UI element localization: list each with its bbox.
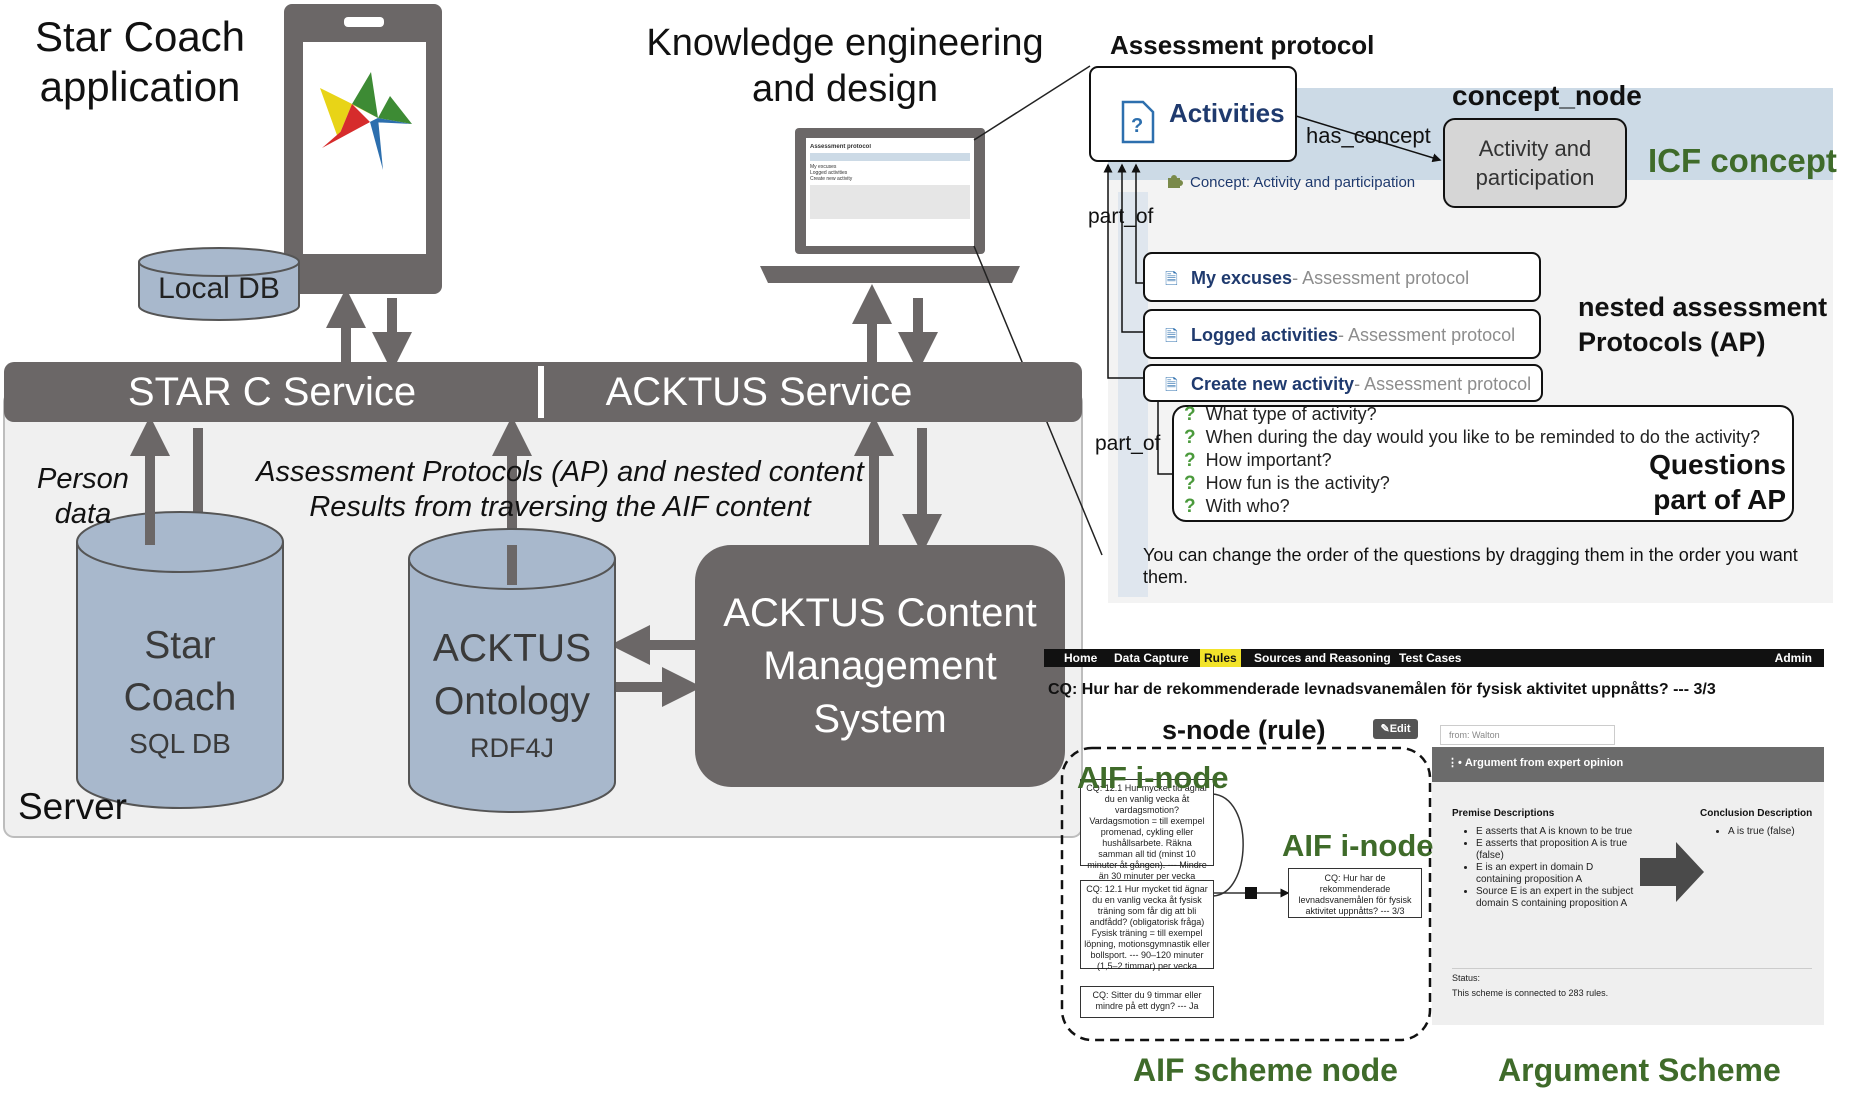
service-divider bbox=[538, 366, 544, 418]
nested-ap-logged-activities[interactable]: 🗎 Logged activities- Assessment protocol bbox=[1143, 309, 1541, 359]
questions-box: ? What type of activity? ? When during t… bbox=[1172, 404, 1794, 522]
i-node-box-2[interactable]: CQ: 12.1 Hur mycket tid ägnar du en vanl… bbox=[1080, 880, 1214, 971]
aif-scheme-node-label: AIF scheme node bbox=[1133, 1052, 1398, 1088]
aif-inode-label-1: AIF i-node bbox=[1077, 760, 1229, 795]
question-icon: ? bbox=[1184, 404, 1196, 425]
nav-test-cases[interactable]: Test Cases bbox=[1399, 651, 1462, 665]
icf-concept-label: ICF concept bbox=[1648, 142, 1837, 179]
question-icon: ? bbox=[1184, 450, 1196, 471]
local-db-label: Local DB bbox=[158, 272, 280, 305]
question-item[interactable]: ? What type of activity? bbox=[1184, 404, 1377, 425]
server-label: Server bbox=[18, 786, 127, 827]
svg-text:?: ? bbox=[1131, 115, 1143, 137]
part-of-label-2: part_of bbox=[1095, 432, 1161, 455]
nav-rules[interactable]: Rules bbox=[1200, 649, 1241, 667]
nav-data-capture[interactable]: Data Capture bbox=[1114, 651, 1189, 665]
s-node-label: s-node (rule) bbox=[1162, 715, 1326, 745]
divider bbox=[1452, 968, 1812, 969]
ontology-db-label: ACKTUS Ontology RDF4J bbox=[432, 627, 592, 763]
conclusion-list: A is true (false) bbox=[1714, 826, 1838, 838]
conclusion-header: Conclusion Description bbox=[1700, 808, 1813, 819]
i-node-box-3[interactable]: CQ: Sitter du 9 timmar eller mindre på e… bbox=[1080, 986, 1214, 1018]
concept-node-title: concept_node bbox=[1452, 80, 1642, 111]
document-icon: 🗎 bbox=[1165, 328, 1178, 345]
premise-header: Premise Descriptions bbox=[1452, 808, 1555, 819]
knowledge-title: Knowledge engineering and design bbox=[646, 22, 1044, 110]
flow-label: Assessment Protocols (AP) and nested con… bbox=[256, 456, 864, 523]
argument-scheme-label: Argument Scheme bbox=[1498, 1052, 1781, 1088]
nested-ap-my-excuses[interactable]: 🗎 My excuses- Assessment protocol bbox=[1143, 252, 1541, 302]
concept-caption: Concept: Activity and participation bbox=[1190, 174, 1416, 191]
question-item[interactable]: ? How important? bbox=[1184, 450, 1332, 471]
nav-home[interactable]: Home bbox=[1064, 651, 1098, 665]
conclusion-arrow-icon bbox=[1640, 842, 1704, 902]
argument-scheme-header: ⋮• Argument from expert opinion bbox=[1447, 757, 1624, 769]
question-icon: ? bbox=[1184, 496, 1196, 517]
i-node-box-4[interactable]: CQ: Hur har de rekommenderade levnadsvan… bbox=[1288, 868, 1422, 918]
question-icon: ? bbox=[1184, 427, 1196, 448]
document-icon: 🗎 bbox=[1165, 271, 1178, 288]
nav-admin[interactable]: Admin bbox=[1774, 651, 1812, 665]
part-of-label-1: part_of bbox=[1088, 205, 1154, 228]
i-node-box-1[interactable]: CQ: 12.1 Hur mycket tid ägnar du en vanl… bbox=[1080, 779, 1214, 881]
acktus-cms-box: ACKTUS Content Management System bbox=[695, 545, 1065, 787]
nested-ap-label: nested assessment Protocols (AP) bbox=[1578, 292, 1828, 357]
concept-node-box[interactable]: Activity and participation bbox=[1443, 118, 1627, 208]
laptop-screen: Assessment protocol My excuses Logged ac… bbox=[810, 144, 970, 242]
cq-heading: CQ: Hur har de rekommenderade levnadsvan… bbox=[1048, 681, 1716, 698]
nested-ap-create-new-activity[interactable]: 🗎 Create new activity- Assessment protoc… bbox=[1143, 364, 1543, 402]
from-field[interactable]: from: Walton bbox=[1440, 725, 1615, 745]
question-item[interactable]: ? How fun is the activity? bbox=[1184, 473, 1390, 494]
document-question-icon: ? bbox=[1121, 100, 1155, 144]
star-coach-db-cylinder bbox=[76, 511, 284, 809]
activities-node[interactable]: ? Activities bbox=[1089, 66, 1297, 162]
edit-button[interactable]: ✎Edit bbox=[1373, 719, 1418, 739]
star-coach-title: Star Coach application bbox=[34, 13, 246, 110]
status-text: This scheme is connected to 283 rules. bbox=[1452, 988, 1609, 998]
question-item[interactable]: ? With who? bbox=[1184, 496, 1290, 517]
phone-icon bbox=[284, 4, 442, 294]
aif-inode-label-2: AIF i-node bbox=[1282, 828, 1434, 863]
local-db-cylinder bbox=[138, 247, 300, 321]
puzzle-icon bbox=[1166, 174, 1186, 190]
drag-note: You can change the order of the question… bbox=[1143, 545, 1798, 587]
document-icon: 🗎 bbox=[1165, 377, 1178, 394]
question-item[interactable]: ? When during the day would you like to … bbox=[1184, 427, 1760, 448]
premise-list: E asserts that A is known to be true E a… bbox=[1462, 826, 1636, 910]
rules-nav-bar: Home Data Capture Rules Sources and Reas… bbox=[1044, 649, 1824, 667]
star-coach-db-label: Star Coach SQL DB bbox=[123, 624, 237, 759]
acktus-service: ACKTUS Service bbox=[605, 370, 913, 414]
questions-label: Questions part of AP bbox=[1649, 449, 1786, 515]
person-data-label: Person data bbox=[37, 463, 129, 530]
has-concept-label: has_concept bbox=[1306, 123, 1431, 148]
scheme-graph-icon: ⋮• bbox=[1447, 757, 1462, 769]
nav-sources[interactable]: Sources and Reasoning bbox=[1254, 651, 1391, 665]
assessment-protocol-title: Assessment protocol bbox=[1110, 30, 1375, 60]
status-label: Status: bbox=[1452, 973, 1481, 983]
question-icon: ? bbox=[1184, 473, 1196, 494]
s-node-dashed-box bbox=[1060, 746, 1432, 1042]
starc-service: STAR C Service bbox=[127, 370, 417, 414]
